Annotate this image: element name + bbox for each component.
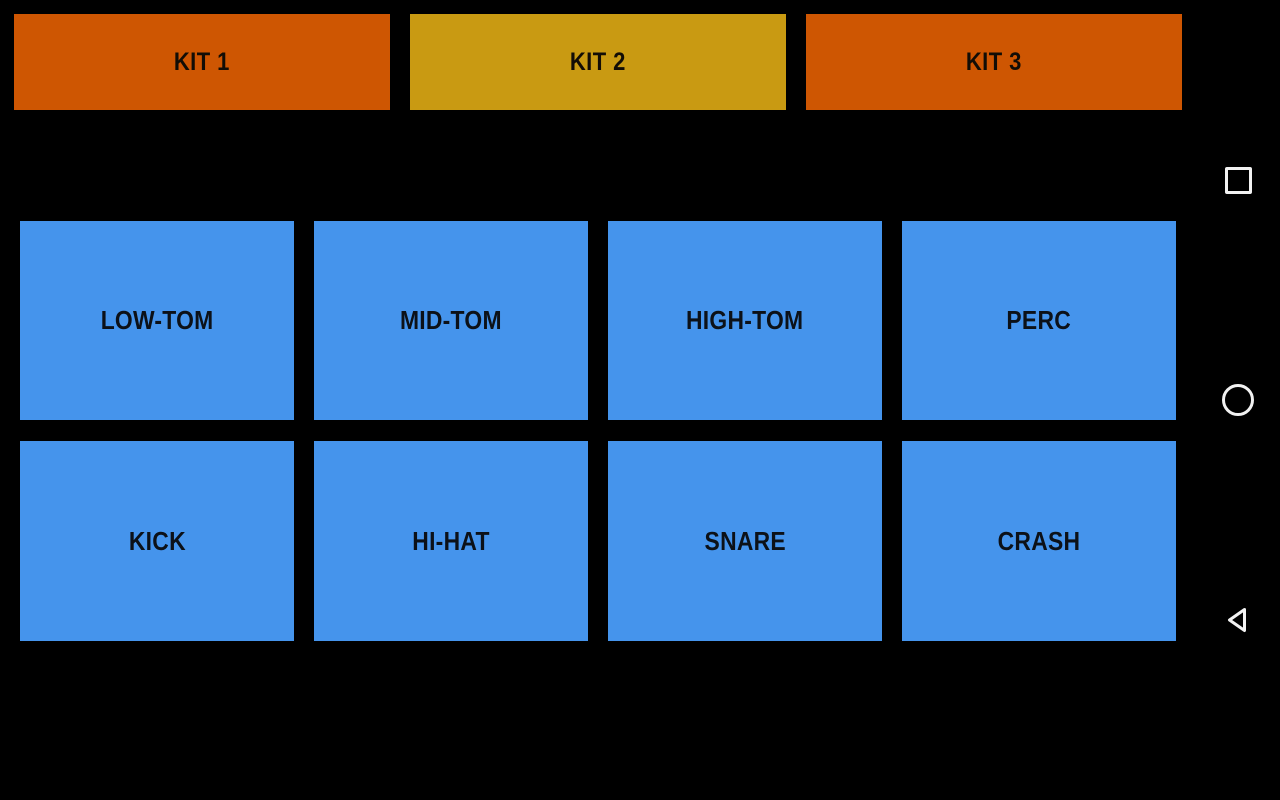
app-content-area: KIT 1 KIT 2 KIT 3 LOW-TOM MID-TOM HIGH-T… xyxy=(14,14,1182,641)
pad-snare[interactable]: SNARE xyxy=(608,441,882,641)
pad-mid-tom[interactable]: MID-TOM xyxy=(314,221,588,420)
kit-button-2[interactable]: KIT 2 xyxy=(410,14,786,110)
pad-low-tom-label: LOW-TOM xyxy=(100,305,214,335)
android-navigation-bar xyxy=(1196,0,1280,800)
pad-mid-tom-label: MID-TOM xyxy=(400,305,502,335)
pad-crash-label: CRASH xyxy=(997,525,1081,556)
kit-button-2-label: KIT 2 xyxy=(570,47,626,76)
pad-high-tom[interactable]: HIGH-TOM xyxy=(608,221,882,420)
nav-back-button[interactable] xyxy=(1196,578,1280,662)
triangle-back-icon xyxy=(1228,608,1246,632)
pad-low-tom[interactable]: LOW-TOM xyxy=(20,221,294,420)
pad-snare-label: SNARE xyxy=(704,525,786,556)
pad-crash[interactable]: CRASH xyxy=(902,441,1176,641)
pad-hi-hat[interactable]: HI-HAT xyxy=(314,441,588,641)
kit-button-3-label: KIT 3 xyxy=(966,47,1022,76)
pad-hi-hat-label: HI-HAT xyxy=(412,525,490,556)
pad-perc[interactable]: PERC xyxy=(902,221,1176,420)
kit-button-1[interactable]: KIT 1 xyxy=(14,14,390,110)
drum-pad-grid: LOW-TOM MID-TOM HIGH-TOM PERC KICK HI-HA… xyxy=(20,221,1176,641)
square-icon xyxy=(1224,166,1252,194)
pad-high-tom-label: HIGH-TOM xyxy=(686,305,804,335)
nav-recents-button[interactable] xyxy=(1196,138,1280,222)
kit-selector: KIT 1 KIT 2 KIT 3 xyxy=(14,14,1182,110)
kit-button-1-label: KIT 1 xyxy=(174,47,230,76)
kit-button-3[interactable]: KIT 3 xyxy=(806,14,1182,110)
pad-kick[interactable]: KICK xyxy=(20,441,294,641)
circle-icon xyxy=(1222,384,1254,416)
pad-perc-label: PERC xyxy=(1006,305,1072,335)
pad-kick-label: KICK xyxy=(128,525,186,556)
nav-home-button[interactable] xyxy=(1196,358,1280,442)
